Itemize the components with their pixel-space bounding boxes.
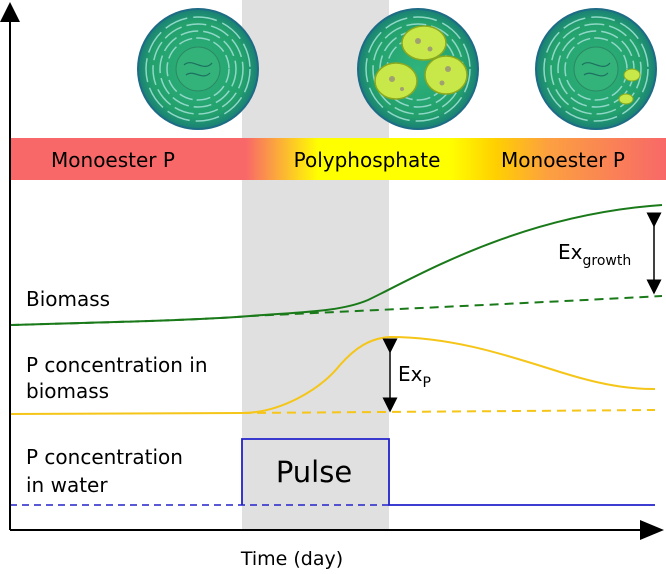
phase-label-monoester-before: Monoester P	[51, 148, 175, 172]
y-axis-arrowhead	[0, 2, 20, 22]
growth-effect-label: Exgrowth	[558, 240, 631, 269]
x-axis-label: Time (day)	[240, 548, 343, 570]
phase-label-polyphosphate: Polyphosphate	[294, 148, 441, 172]
p-water-label-line1: P concentration	[26, 445, 183, 469]
p-biomass-curves: P concentration in biomass	[9, 335, 656, 415]
p-biomass-control-curve	[241, 409, 656, 414]
p-effect-label: ExP	[398, 362, 431, 391]
p-effect-annotation: ExP	[382, 338, 431, 413]
p-biomass-label-line2: biomass	[26, 379, 109, 403]
p-biomass-label-line1: P concentration in	[26, 353, 208, 377]
cell-before-pulse	[137, 8, 259, 130]
algae-cell-small-granules-icon	[535, 8, 657, 130]
biomass-pulse-curve	[9, 204, 663, 326]
biomass-control-curve	[9, 295, 663, 326]
p-water-curves: Pulse P concentration in water	[10, 438, 655, 506]
algae-cell-large-granules-icon	[357, 8, 479, 130]
p-water-label-line2: in water	[26, 473, 108, 497]
algae-cell-icon	[137, 8, 259, 130]
biomass-curves: Biomass	[9, 204, 663, 326]
x-axis-arrowhead	[640, 520, 664, 540]
phase-bar: Monoester P Polyphosphate Monoester P	[10, 138, 666, 180]
p-water-pulse-curve	[241, 438, 655, 506]
phase-label-monoester-after: Monoester P	[501, 148, 625, 172]
growth-effect-annotation: Exgrowth	[558, 212, 662, 295]
biomass-label: Biomass	[26, 287, 110, 311]
cell-during-pulse	[357, 8, 479, 130]
cell-after-pulse	[535, 8, 657, 130]
p-biomass-pulse-curve	[9, 335, 656, 415]
pulse-label: Pulse	[276, 455, 352, 489]
phase-bar-gradient	[10, 138, 666, 180]
